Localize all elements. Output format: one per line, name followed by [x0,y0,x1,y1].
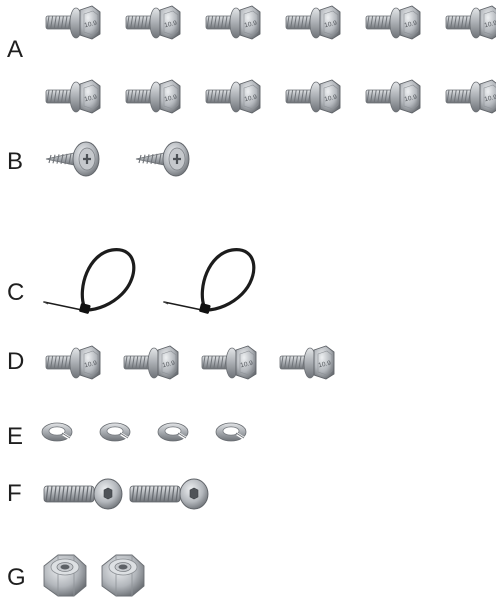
hex-flange-bolt-a: 10.9 [364,4,422,42]
self-tapping-screw [44,140,102,178]
svg-text:10.9: 10.9 [244,94,258,104]
button-head-socket-screw [128,477,210,511]
svg-text:10.9: 10.9 [484,94,496,104]
row-label-e: E [7,423,24,450]
svg-text:10.9: 10.9 [84,94,98,104]
self-tapping-screw [134,140,192,178]
nylon-lock-nut [38,552,92,598]
svg-text:10.9: 10.9 [404,94,418,104]
svg-text:10.9: 10.9 [240,360,254,370]
nylon-lock-nut [96,552,150,598]
svg-text:10.9: 10.9 [84,360,98,370]
hex-flange-bolt-a: 10.9 [124,78,182,116]
hex-flange-bolt-a: 10.9 [44,78,102,116]
split-lock-washer [40,421,74,443]
hex-flange-bolt-d: 10.9 [122,344,180,382]
svg-text:10.9: 10.9 [84,20,98,30]
svg-text:10.9: 10.9 [162,360,176,370]
hex-flange-bolt-a: 10.9 [124,4,182,42]
row-label-b: B [7,148,24,175]
row-label-c: C [7,279,25,306]
hex-flange-bolt-a: 10.9 [204,4,262,42]
row-label-f: F [7,480,22,507]
svg-text:10.9: 10.9 [324,94,338,104]
cable-tie [162,246,272,318]
svg-text:10.9: 10.9 [404,20,418,30]
row-label-a: A [7,36,24,63]
svg-text:10.9: 10.9 [164,94,178,104]
hex-flange-bolt-a: 10.9 [364,78,422,116]
hex-flange-bolt-a: 10.9 [204,78,262,116]
hex-flange-bolt-a: 10.9 [284,78,342,116]
hex-flange-bolt-a: 10.9 [444,4,496,42]
svg-text:10.9: 10.9 [244,20,258,30]
svg-text:10.9: 10.9 [318,360,332,370]
svg-text:10.9: 10.9 [484,20,496,30]
split-lock-washer [156,421,190,443]
hex-flange-bolt-d: 10.9 [278,344,336,382]
svg-text:10.9: 10.9 [324,20,338,30]
svg-text:10.9: 10.9 [164,20,178,30]
split-lock-washer [214,421,248,443]
cable-tie [42,246,152,318]
split-lock-washer [98,421,132,443]
row-label-d: D [7,348,25,375]
button-head-socket-screw [42,477,124,511]
hex-flange-bolt-d: 10.9 [44,344,102,382]
hex-flange-bolt-d: 10.9 [200,344,258,382]
hex-flange-bolt-a: 10.9 [44,4,102,42]
hex-flange-bolt-a: 10.9 [284,4,342,42]
hex-flange-bolt-a: 10.9 [444,78,496,116]
row-label-g: G [7,564,26,591]
